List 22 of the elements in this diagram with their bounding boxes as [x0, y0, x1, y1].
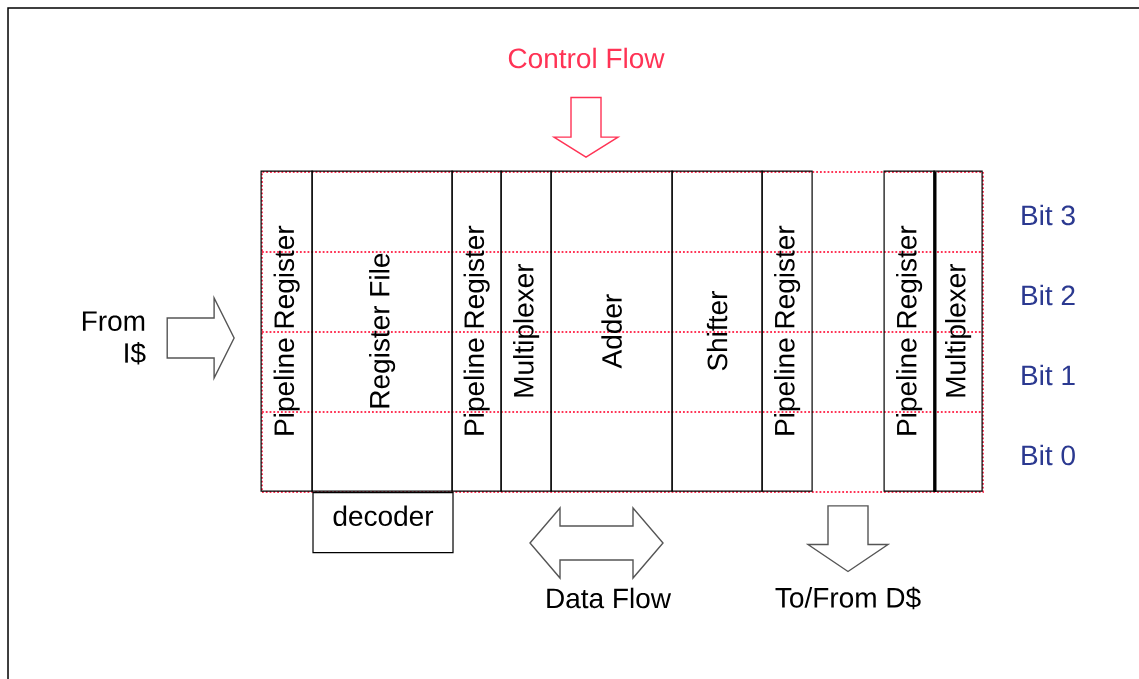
column-box: Multiplexer: [500, 170, 552, 492]
bit-slice-grid: [261, 171, 984, 493]
column-box: Shifter: [671, 170, 763, 492]
block-arrow: [805, 505, 891, 573]
column-box: Pipeline Register: [883, 170, 935, 492]
column-box: Pipeline Register: [260, 170, 313, 492]
bit-label: Bit 1: [1022, 364, 1075, 386]
flow-label: Data Flow: [547, 587, 672, 609]
flow-label: From I$: [83, 311, 146, 365]
flow-label: To/From D$: [775, 586, 921, 610]
bit-label: Bit 2: [1022, 284, 1075, 306]
bit-label: Bit 0: [1022, 444, 1075, 466]
column-box: Pipeline Register: [761, 170, 813, 492]
decoder-box: decoder: [312, 492, 454, 554]
bit-label: Bit 3: [1022, 204, 1075, 226]
column-box: Adder: [550, 170, 673, 492]
column-box: Register File: [311, 170, 453, 492]
block-arrow: [551, 96, 621, 158]
column-box: Pipeline Register: [451, 170, 502, 492]
block-arrow: [166, 295, 235, 381]
flow-label: Control Flow: [508, 47, 665, 69]
column-box: Multiplexer: [933, 170, 983, 492]
